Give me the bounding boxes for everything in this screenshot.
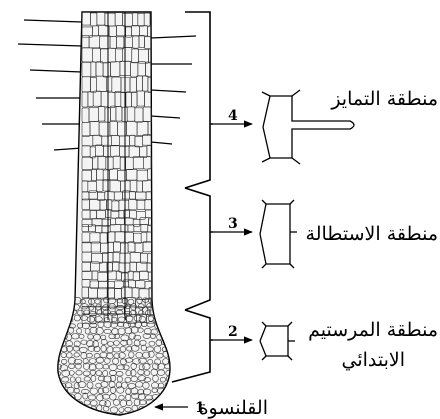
zone-2-label-line1: منطقة المرستيم — [308, 319, 438, 341]
zone-4-number: 4 — [228, 108, 238, 124]
zone-brackets — [172, 12, 213, 382]
cell-elongation — [260, 200, 297, 268]
zone-3-label: منطقة الاستطالة — [306, 223, 438, 245]
cell-meristem — [260, 322, 295, 360]
zone-4-label: منطقة التمايز — [330, 88, 438, 110]
zone-2-number: 2 — [228, 324, 238, 340]
zone-2-label-line2: الابتدائي — [341, 349, 405, 371]
zone-3-number: 3 — [228, 216, 238, 232]
root-body — [52, 12, 177, 419]
zone-1-label: القلنسوة — [199, 397, 268, 419]
